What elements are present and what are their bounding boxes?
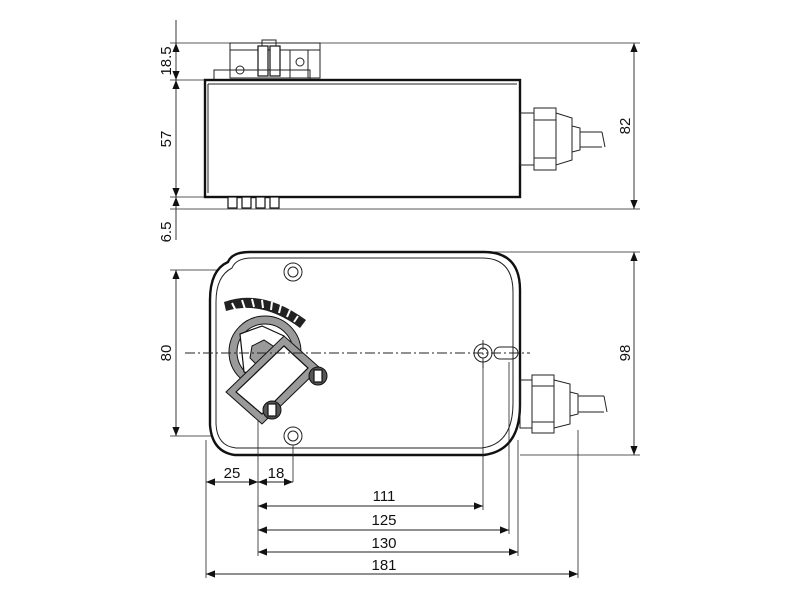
dim-side-height: 57 <box>158 131 175 148</box>
side-housing <box>203 78 522 199</box>
dim-width-125: 125 <box>371 512 396 529</box>
mounting-clamp <box>213 39 321 81</box>
rotation-scale <box>224 297 306 328</box>
dim-edge-to-axis: 25 <box>224 465 241 482</box>
dim-bottom-feet: 6.5 <box>158 222 175 243</box>
front-housing <box>208 250 522 457</box>
side-feet <box>227 196 280 209</box>
dim-side-total: 82 <box>617 118 634 135</box>
side-view: 18.5 57 6.5 82 <box>158 20 640 242</box>
dim-width-181: 181 <box>371 557 396 574</box>
dim-top-bracket: 18.5 <box>158 46 175 75</box>
front-cable-gland <box>519 374 608 434</box>
dim-axis-offset: 18 <box>268 465 285 482</box>
front-view: 80 98 25 18 111 125 130 181 <box>158 250 640 578</box>
dim-width-111: 111 <box>373 488 396 505</box>
dim-width-130: 130 <box>371 535 396 552</box>
dim-front-holes: 80 <box>158 345 175 362</box>
dim-front-total: 98 <box>617 345 634 362</box>
side-cable-gland <box>519 107 606 171</box>
